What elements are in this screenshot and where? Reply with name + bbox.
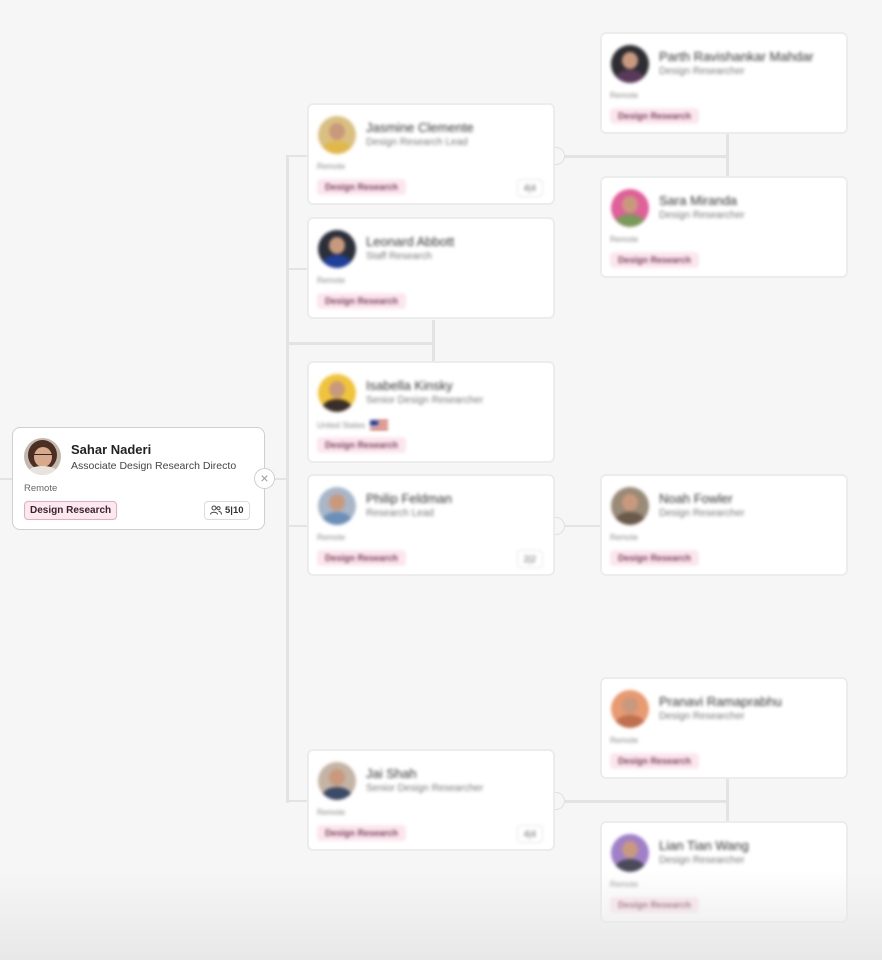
employee-location: Remote: [24, 483, 58, 494]
avatar: [611, 189, 649, 227]
connector-line: [726, 778, 729, 825]
employee-role: Design Researcher: [659, 711, 745, 722]
connector-line: [286, 268, 308, 270]
employee-role: Design Research Lead: [366, 137, 468, 148]
employee-card[interactable]: Isabella Kinsky Senior Design Researcher…: [307, 361, 555, 463]
reports-count-badge[interactable]: 4|4: [516, 825, 543, 843]
department-tag[interactable]: Design Research: [610, 753, 700, 769]
us-flag-icon: [370, 420, 389, 432]
employee-role: Research Lead: [366, 508, 434, 519]
connector-line: [726, 133, 729, 180]
avatar: [318, 230, 356, 268]
connector-line: [556, 155, 728, 158]
employee-location: Remote: [317, 533, 346, 542]
people-icon: [210, 505, 222, 515]
connector-line: [286, 342, 434, 345]
connector-line: [286, 155, 308, 157]
employee-name: Lian Tian Wang: [659, 838, 749, 853]
employee-location: Remote: [317, 808, 346, 817]
employee-location: Remote: [610, 533, 639, 542]
avatar: [611, 487, 649, 525]
avatar: [24, 438, 61, 475]
department-tag[interactable]: Design Research: [317, 179, 407, 195]
reports-count-badge[interactable]: 4|4: [516, 179, 543, 197]
employee-role: Senior Design Researcher: [366, 395, 484, 406]
employee-name: Jai Shah: [366, 766, 417, 781]
avatar: [611, 690, 649, 728]
employee-card[interactable]: Parth Ravishankar Mahdar Design Research…: [600, 32, 848, 134]
connector-line: [556, 525, 602, 527]
connector-line: [0, 478, 12, 480]
employee-name: Parth Ravishankar Mahdar: [659, 49, 814, 64]
employee-name: Leonard Abbott: [366, 234, 455, 249]
connector-line: [432, 320, 435, 363]
employee-card[interactable]: Pranavi Ramaprabhu Design Researcher Rem…: [600, 677, 848, 779]
employee-card[interactable]: Leonard Abbott Staff Research Remote Des…: [307, 217, 555, 319]
employee-name: Sara Miranda: [659, 193, 738, 208]
employee-location: Remote: [610, 91, 639, 100]
avatar: [318, 487, 356, 525]
avatar: [611, 834, 649, 872]
employee-location: Remote: [317, 276, 346, 285]
employee-name: Isabella Kinsky: [366, 378, 453, 393]
employee-location: United States: [317, 420, 389, 432]
department-tag[interactable]: Design Research: [317, 550, 407, 566]
avatar: [318, 116, 356, 154]
avatar: [318, 762, 356, 800]
employee-role: Design Researcher: [659, 210, 745, 221]
collapse-button[interactable]: ×: [254, 468, 275, 489]
reports-count: 5|10: [225, 505, 244, 516]
department-tag[interactable]: Design Research: [610, 897, 700, 913]
connector-line: [275, 478, 287, 480]
reports-count-badge[interactable]: 2|2: [516, 550, 543, 568]
avatar: [318, 374, 356, 412]
employee-name: Philip Feldman: [366, 491, 452, 506]
employee-role: Associate Design Research Directo: [71, 460, 237, 472]
connector-line: [286, 155, 289, 803]
department-tag[interactable]: Design Research: [610, 252, 700, 268]
connector-line: [286, 800, 308, 802]
department-tag[interactable]: Design Research: [610, 550, 700, 566]
employee-role: Staff Research: [366, 251, 432, 262]
close-icon: ×: [260, 470, 269, 486]
employee-card[interactable]: Noah Fowler Design Researcher Remote Des…: [600, 474, 848, 576]
department-tag[interactable]: Design Research: [317, 437, 407, 453]
connector-line: [286, 525, 308, 527]
employee-name: Noah Fowler: [659, 491, 733, 506]
employee-card[interactable]: Jasmine Clemente Design Research Lead Re…: [307, 103, 555, 205]
employee-location: Remote: [610, 235, 639, 244]
employee-name: Sahar Naderi: [71, 442, 152, 457]
department-tag[interactable]: Design Research: [317, 825, 407, 841]
employee-card[interactable]: Jai Shah Senior Design Researcher Remote…: [307, 749, 555, 851]
connector-line: [556, 800, 728, 803]
employee-card[interactable]: Sara Miranda Design Researcher Remote De…: [600, 176, 848, 278]
department-tag[interactable]: Design Research: [610, 108, 700, 124]
department-tag[interactable]: Design Research: [24, 501, 118, 520]
employee-card[interactable]: Lian Tian Wang Design Researcher Remote …: [600, 821, 848, 923]
employee-card[interactable]: Philip Feldman Research Lead Remote Desi…: [307, 474, 555, 576]
employee-role: Design Researcher: [659, 855, 745, 866]
employee-location: Remote: [610, 880, 639, 889]
employee-role: Senior Design Researcher: [366, 783, 484, 794]
avatar: [611, 45, 649, 83]
employee-name: Pranavi Ramaprabhu: [659, 694, 782, 709]
employee-name: Jasmine Clemente: [366, 120, 474, 135]
department-tag[interactable]: Design Research: [317, 293, 407, 309]
reports-count-badge[interactable]: 5|10: [204, 501, 250, 520]
employee-location: Remote: [317, 162, 346, 171]
employee-role: Design Researcher: [659, 66, 745, 77]
employee-card-main[interactable]: Sahar Naderi Associate Design Research D…: [12, 427, 265, 530]
employee-role: Design Researcher: [659, 508, 745, 519]
employee-location: Remote: [610, 736, 639, 745]
